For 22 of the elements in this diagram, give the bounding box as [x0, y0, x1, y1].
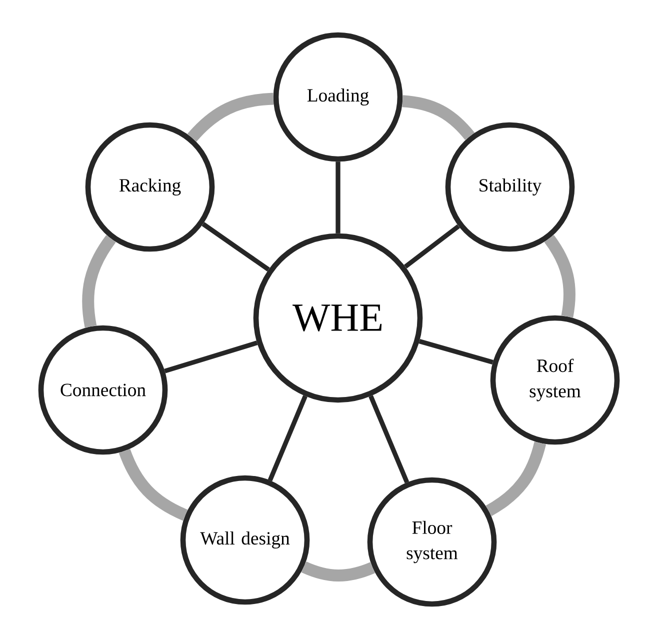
connector-line [418, 339, 494, 364]
connector-line [402, 95, 474, 140]
circle-node: Loading [273, 32, 403, 162]
connector-line [301, 561, 375, 582]
circle-node: Wall design [180, 475, 310, 605]
circle-node: Connection [38, 325, 168, 455]
circle-node: Floor system [367, 477, 497, 607]
connector-line [118, 448, 188, 521]
connector-line [404, 224, 460, 269]
connector-line [544, 235, 576, 318]
connector-line [336, 162, 340, 234]
connector-line [164, 340, 258, 374]
circle-node: WHE [253, 233, 423, 403]
connector-line [368, 395, 410, 484]
connector-line [82, 235, 116, 328]
connector-line [486, 441, 546, 516]
connector-line [268, 395, 308, 482]
connector-line [202, 222, 270, 272]
circle-node: Roof system [490, 315, 620, 445]
connector-line [187, 92, 274, 142]
circle-node: Racking [85, 122, 215, 252]
circle-node: Stability [445, 122, 575, 252]
